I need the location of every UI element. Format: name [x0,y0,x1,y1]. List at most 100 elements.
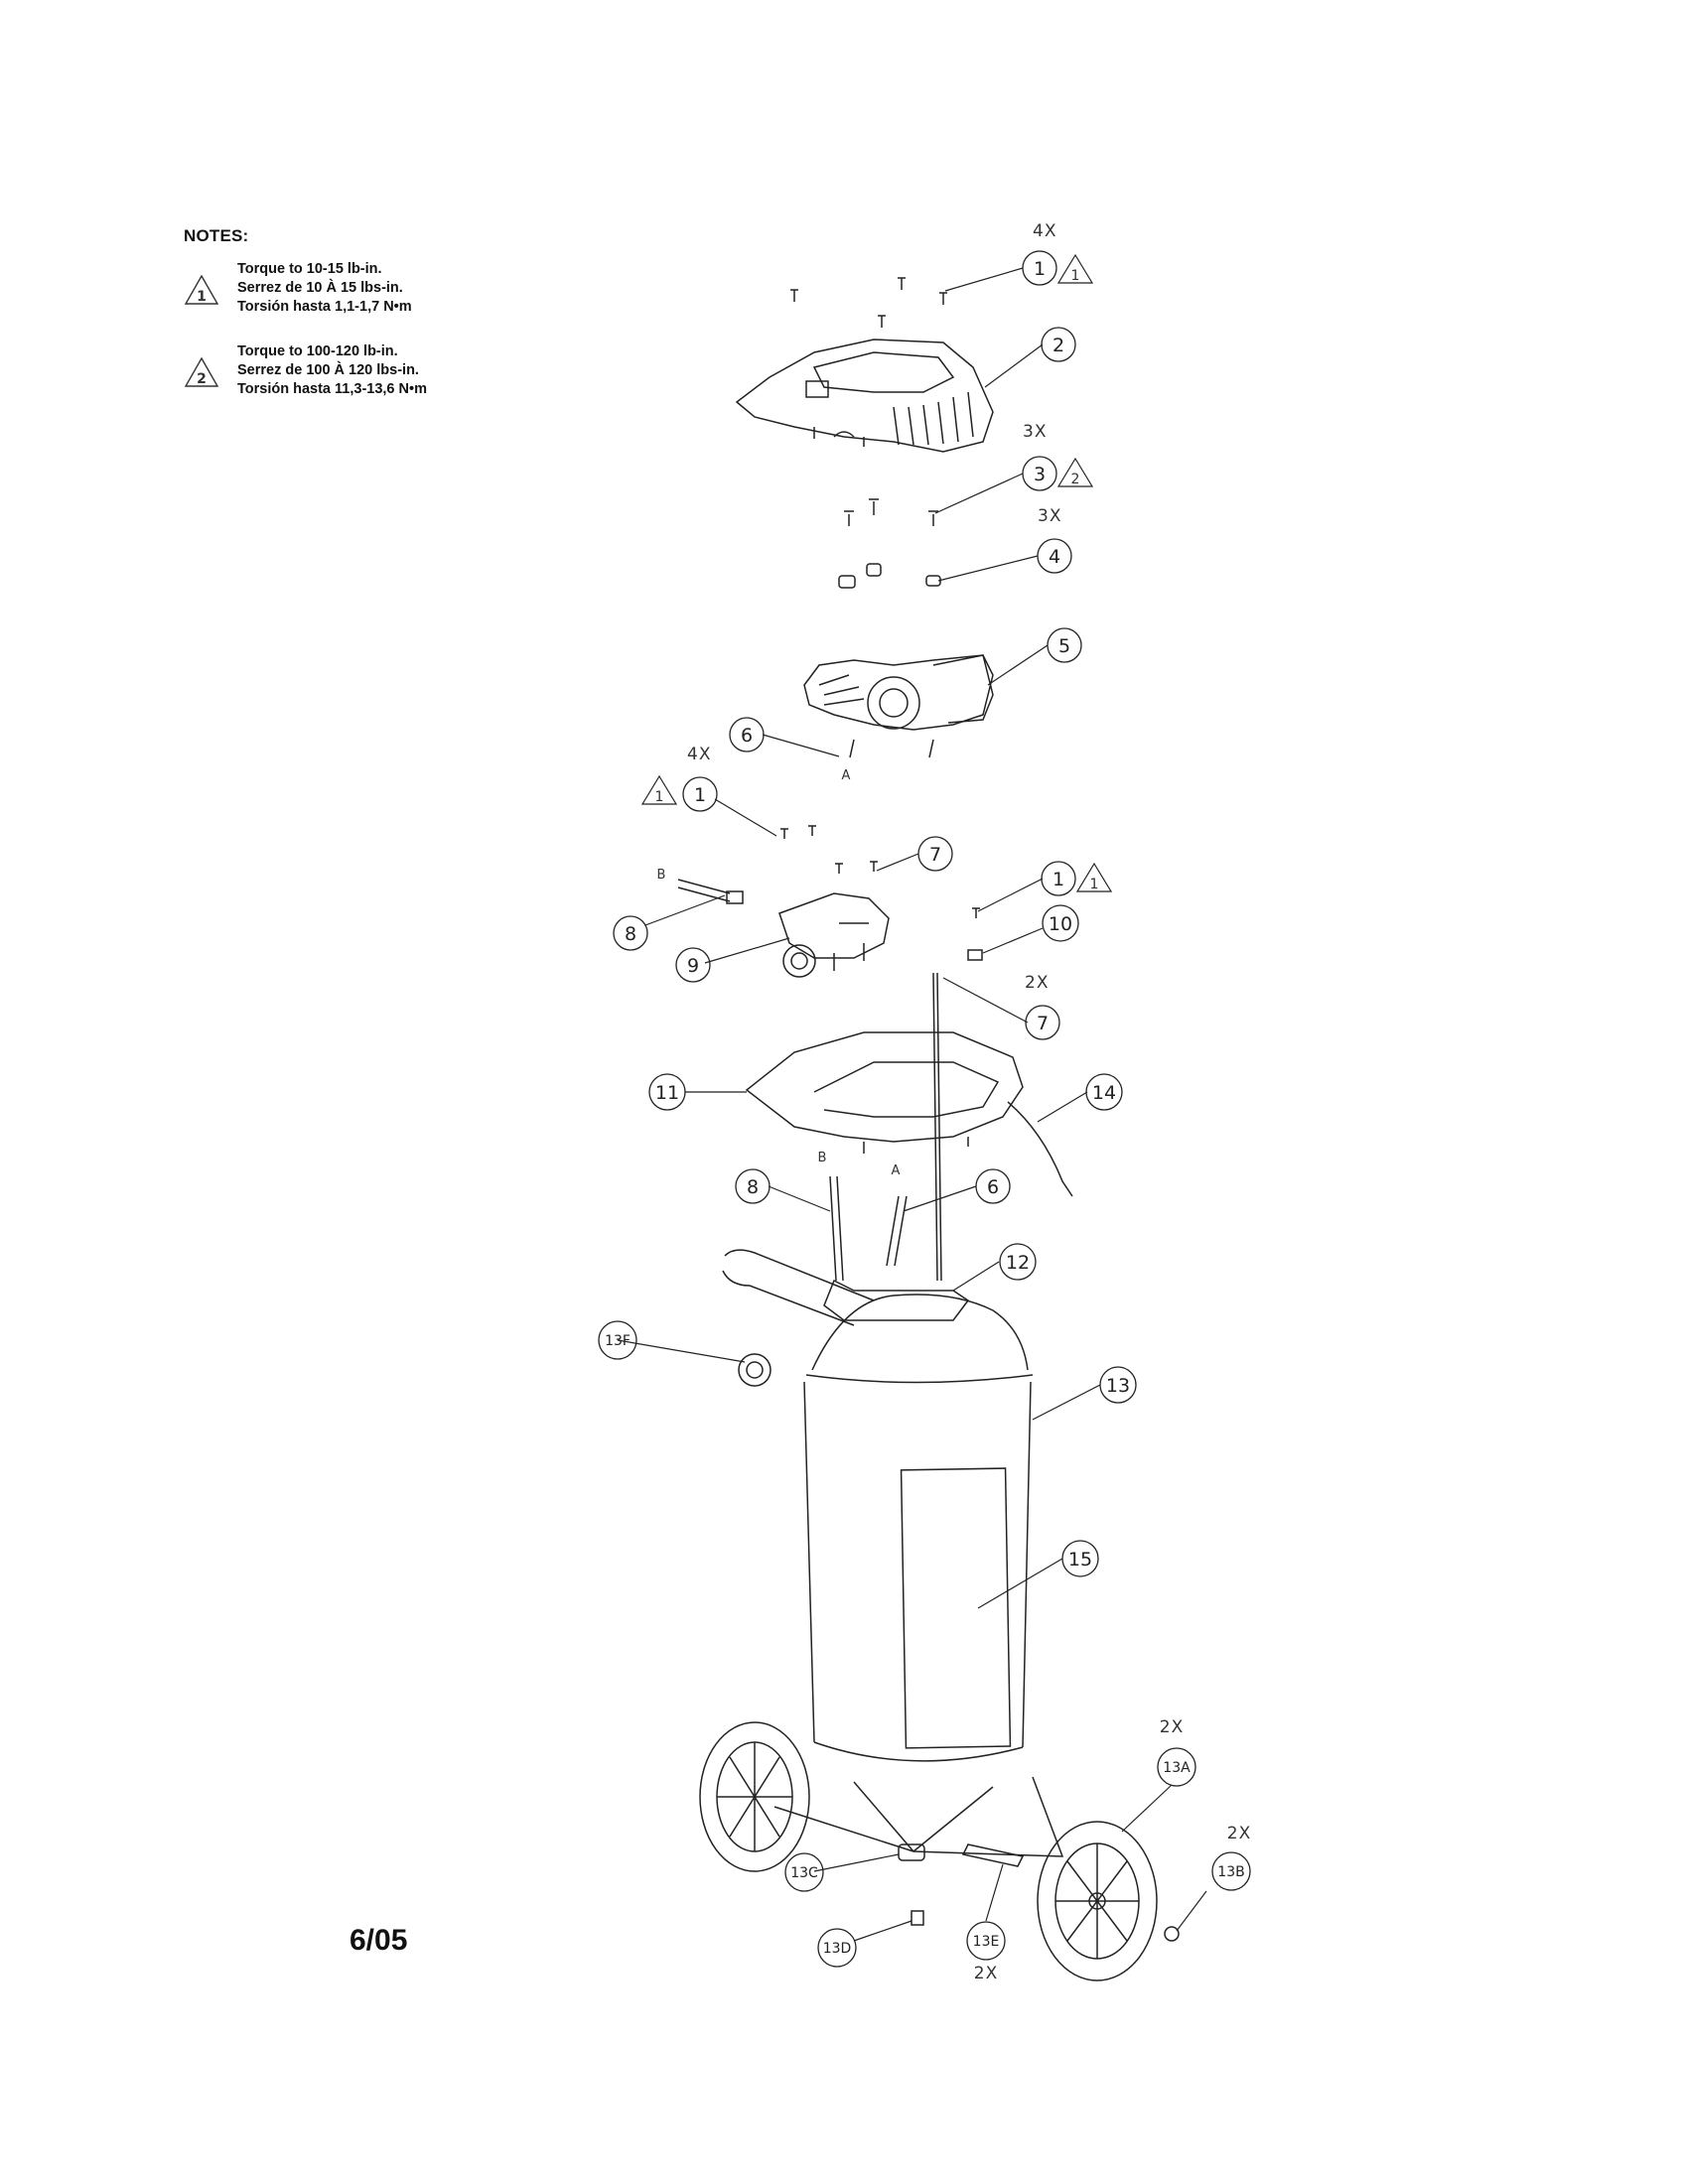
svg-text:2: 2 [197,371,207,387]
callout-c3: 3X 3 2 [1022,422,1094,491]
svg-text:1: 1 [1071,268,1080,284]
svg-text:13C: 13C [790,1865,818,1881]
callout-c11: 11 [648,1073,686,1111]
motor-screws [844,498,938,526]
svg-text:1: 1 [1034,258,1046,280]
foot-13c [898,1843,925,1861]
callout-c5: 5 [1047,627,1082,663]
pressure-switch-manifold [778,892,890,978]
callout-c6a: 6 A [729,717,851,783]
callout-c13f: 13F [598,1320,637,1360]
svg-text:2: 2 [1052,335,1064,356]
dipstick [932,972,942,1282]
svg-text:13A: 13A [1163,1760,1191,1776]
callout-c15: 15 [1061,1540,1099,1577]
note-1-line-3: Torsión hasta 1,1-1,7 N•m [237,299,412,315]
svg-text:8: 8 [747,1176,759,1198]
callout-c13c: 13C [784,1852,824,1892]
isolators [838,563,941,589]
svg-text:13D: 13D [823,1941,852,1957]
power-cord [1007,1101,1073,1197]
tank-frame [773,1776,1064,1857]
note-2-line-3: Torsión hasta 11,3-13,6 N•m [237,381,427,397]
callout-c6b: A 6 [892,1163,1011,1204]
svg-text:B: B [657,868,666,883]
svg-text:1: 1 [1052,869,1064,890]
svg-text:7: 7 [1037,1013,1049,1034]
torque-1-icon [1075,862,1113,892]
note-2-line-2: Serrez de 100 À 120 lbs-in. [237,362,419,378]
svg-text:3: 3 [1034,464,1046,485]
handle [722,1249,875,1326]
rubber-foot-13e [961,1843,1025,1867]
callout-c13a: 2X 13A [1157,1717,1196,1787]
date-code: 6/05 [350,1924,408,1957]
svg-text:1: 1 [1090,877,1099,892]
base-shroud [745,1031,1024,1154]
fitting-13d [911,1910,924,1926]
callout-c13b: 2X 13B [1211,1824,1251,1891]
svg-text:11: 11 [655,1082,679,1104]
callout-c12: 12 [999,1243,1037,1281]
svg-text:5: 5 [1058,635,1070,657]
callout-c7a: 7 [917,836,953,872]
callout-c2: 2 [1041,327,1076,362]
svg-text:6: 6 [741,725,753,747]
svg-text:A: A [842,768,851,783]
svg-text:2X: 2X [1227,1824,1251,1843]
svg-text:6: 6 [987,1176,999,1198]
callout-c13: 13 [1099,1366,1137,1404]
axle-bolt [1164,1926,1180,1942]
svg-text:2X: 2X [1025,973,1049,993]
svg-text:4X: 4X [687,745,711,764]
svg-text:1: 1 [694,784,706,806]
svg-text:1: 1 [197,289,207,305]
callout-c1b: 4X 1 1 [640,745,718,812]
callout-c14: 14 [1085,1073,1123,1111]
motor-pump-assembly [803,654,994,758]
callout-c13e: 13E 2X [966,1921,1006,1983]
plug-13f [738,1353,772,1387]
svg-text:13F: 13F [605,1333,631,1349]
svg-text:1: 1 [655,789,664,805]
note-torque-1: 1 Torque to 10-15 lb-in. Serrez de 10 À … [184,260,601,317]
svg-text:13: 13 [1106,1375,1130,1397]
note-2-line-1: Torque to 100-120 lb-in. [237,343,398,359]
notes-title: NOTES: [184,226,249,245]
svg-text:4: 4 [1049,546,1060,568]
svg-text:7: 7 [929,844,941,866]
valve-screws [780,825,980,918]
svg-text:2: 2 [1071,472,1080,487]
cover-screws [790,277,947,328]
svg-text:4X: 4X [1033,221,1056,241]
svg-text:2X: 2X [1160,1717,1184,1737]
tube-b [677,879,731,902]
torque-symbol-2-icon: 2 [184,356,219,387]
callout-c13d: 13D [817,1928,857,1968]
callout-c9: 9 [675,947,711,983]
svg-text:13B: 13B [1217,1864,1244,1880]
torque-symbol-1-icon: 1 [184,274,219,305]
right-wheel [1037,1821,1158,1981]
note-1-line-2: Serrez de 10 À 15 lbs-in. [237,280,403,296]
callout-c10: 10 [1042,904,1079,942]
svg-text:A: A [892,1163,901,1178]
tube-6-lower [886,1195,908,1267]
callout-c1a: 4X 1 1 [1022,221,1094,286]
svg-text:15: 15 [1068,1549,1092,1570]
svg-text:2X: 2X [974,1964,998,1983]
svg-text:8: 8 [625,923,636,945]
air-tank [803,1294,1034,1762]
part-10 [967,949,983,961]
notes-block: NOTES: 1 Torque to 10-15 lb-in. Serrez d… [184,226,601,399]
svg-text:B: B [818,1151,827,1165]
svg-text:10: 10 [1049,913,1072,935]
callout-c8a: B 8 [613,868,666,951]
tube-b-fitting [726,890,744,904]
callout-c8b: B 8 [735,1151,827,1204]
torque-1-icon [640,774,678,805]
callout-c1c: 1 1 [1041,861,1113,896]
svg-text:9: 9 [687,955,699,977]
note-torque-2: 2 Torque to 100-120 lb-in. Serrez de 100… [184,342,601,399]
